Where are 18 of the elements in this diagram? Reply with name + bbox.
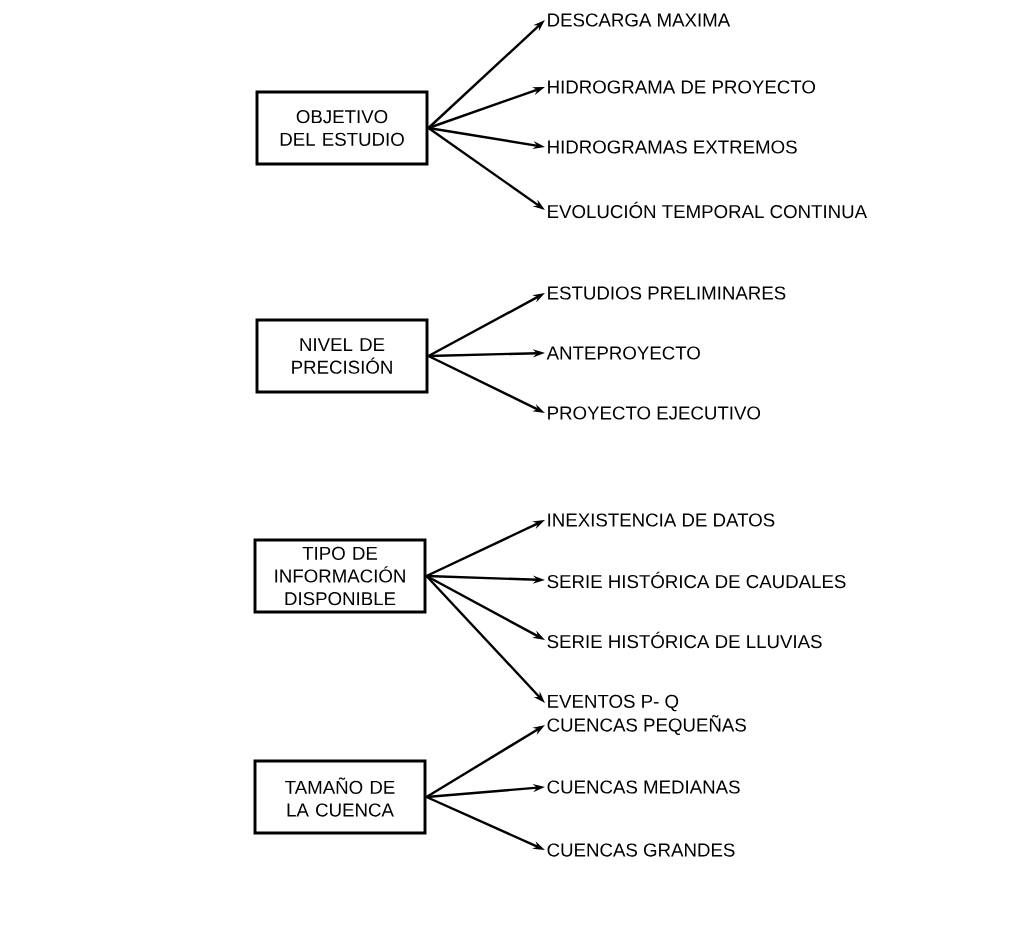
item-label: DESCARGA MAXIMA	[548, 13, 731, 27]
item-label: INEXISTENCIA DE DATOS	[548, 513, 775, 527]
item-label: CUENCAS GRANDES	[547, 843, 735, 857]
text-box: NIVEL DE PRECISIÓN	[255, 318, 429, 394]
text-box: OBJETIVO DEL ESTUDIO	[255, 90, 429, 166]
item-label: HIDROGRAMAS EXTREMOS	[548, 140, 797, 154]
item-label: HIDROGRAMA DE PROYECTO	[548, 80, 816, 94]
item-label: SERIE HISTÓRICA DE CAUDALES	[547, 571, 846, 589]
item-label: ANTEPROYECTO	[546, 346, 700, 360]
item-label: PROYECTO EJECUTIVO	[548, 406, 761, 420]
item-label: EVOLUCIÓN TEMPORAL CONTINUA	[548, 201, 868, 219]
text-box: TIPO DE INFORMACIÓN DISPONIBLE	[253, 538, 427, 614]
item-label: SERIE HISTÓRICA DE LLUVIAS	[547, 631, 822, 649]
item-label: EVENTOS P- Q	[548, 694, 679, 712]
text-box: TAMAÑO DE LA CUENCA	[253, 759, 427, 835]
item-label: CUENCAS MEDIANAS	[547, 780, 740, 794]
item-label: CUENCAS PEQUEÑAS	[547, 715, 746, 735]
item-label: ESTUDIOS PRELIMINARES	[548, 286, 786, 300]
